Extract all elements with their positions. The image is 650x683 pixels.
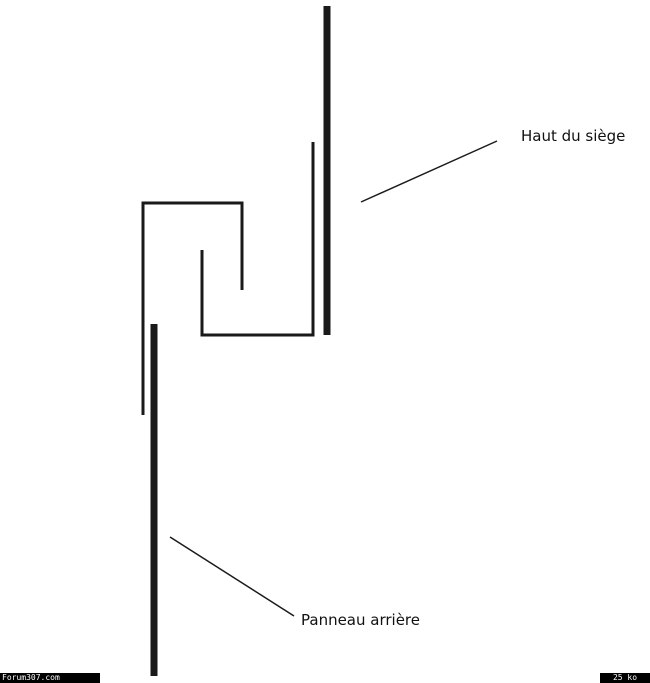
leader-line-bottom [169, 536, 295, 617]
label-back-panel: Panneau arrière [301, 611, 420, 629]
leader-line-top [360, 140, 498, 203]
watermark-site: Forum307.com [0, 673, 100, 683]
label-seat-top: Haut du siège [521, 127, 626, 145]
back-hook-bracket [141, 201, 244, 415]
watermark-file-size: 25 ko [600, 673, 650, 683]
seat-channel-bracket [200, 142, 315, 337]
